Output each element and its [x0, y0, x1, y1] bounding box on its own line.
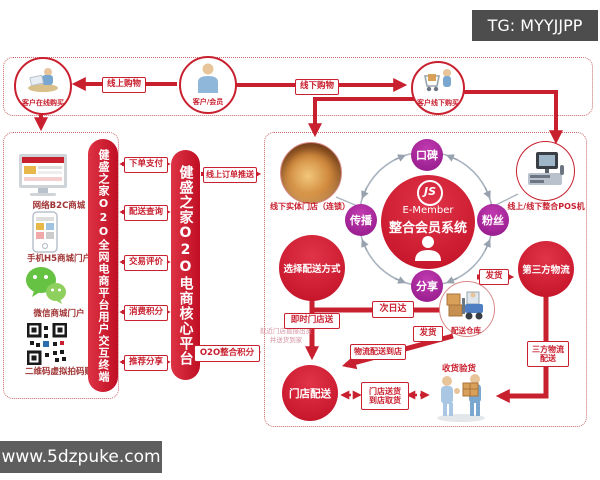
third-logistics-line2: 配送: [540, 354, 556, 363]
ring-chevron: [483, 238, 491, 251]
store-delivery-label: 门店配送: [289, 387, 331, 400]
receiving-people-icon: [437, 374, 485, 422]
customer-online-label: 客户在线购买: [22, 99, 64, 107]
third-logistics-tag: 三方物流 配送: [527, 341, 569, 367]
js-logo-text: JS: [423, 185, 436, 198]
third-party-node: 第三方物流: [518, 241, 574, 297]
terminal-qr-label: 二维码虚拟拍码购: [24, 367, 93, 377]
choose-delivery-node: 选择配送方式: [279, 235, 345, 301]
terminal-wechat-label: 微信商城门户: [33, 309, 85, 319]
forklift-warehouse-icon: [446, 291, 483, 320]
choose-delivery-label: 选择配送方式: [283, 264, 341, 275]
ship-b-tag: 发货: [413, 326, 443, 342]
tg-watermark: TG: MYYJJPP: [472, 10, 598, 41]
ship-a-tag: 发货: [479, 269, 509, 285]
delivery-query-tag: 配送查询: [124, 205, 168, 221]
store-option-line1: 门店送货: [369, 386, 401, 396]
ring-chevron: [394, 154, 407, 162]
ring-chevron: [483, 187, 491, 200]
ring-chevron: [361, 187, 369, 200]
satellite-fensi: 粉丝: [477, 204, 509, 236]
share-tag: 推荐分享: [124, 355, 168, 371]
site-watermark-text: www.5dzpuke.com: [1, 447, 161, 467]
satellite-chuanbo: 传播: [345, 204, 377, 236]
trade-review-tag: 交易评价: [124, 255, 168, 271]
interaction-platform-pill: 健盛之家O2O全网电商平台用户交互终端: [88, 139, 118, 392]
satellite-fenxiang: 分享: [411, 270, 443, 302]
warehouse-label: 配送仓库: [451, 326, 481, 335]
member-name: E-Member: [402, 205, 454, 216]
js-logo: JS: [417, 180, 443, 206]
pos-node: [516, 141, 575, 201]
satellite-koubei: 口碑: [411, 139, 443, 171]
site-watermark: www.5dzpuke.com: [0, 441, 162, 473]
store-option-line2: 到店取货: [369, 396, 401, 405]
pos-machine-icon: [527, 152, 564, 185]
third-logistics-line1: 三方物流: [532, 344, 564, 354]
customer-offline-label: 客户线下购买: [417, 99, 459, 107]
terminal-h5-label: 手机H5商城门户: [26, 254, 92, 264]
store-photo: [280, 142, 342, 204]
smartphone-icon: [32, 211, 58, 253]
member-silhouette-icon: [415, 236, 441, 261]
offline-store-label: 线下实体门店（连锁）: [270, 202, 350, 211]
ring-chevron: [445, 276, 458, 284]
store-option-tag: 门店送货 到店取货: [361, 382, 409, 410]
instant-store-note-line1: 就近门店直接出货: [260, 327, 312, 335]
order-pay-tag: 下单支付: [124, 157, 168, 173]
next-day-tag: 次日达: [372, 301, 414, 318]
online-shopping-tag: 线上购物: [102, 77, 146, 93]
instant-store-note: 就近门店直接出货 并送货到家: [256, 327, 316, 345]
customer-offline-node: 客户线下购买: [411, 61, 465, 115]
tg-watermark-text: TG: MYYJJPP: [487, 16, 583, 35]
monitor-icon: [19, 154, 67, 196]
ring-chevron: [394, 276, 407, 284]
offline-shopping-tag: 线下购物: [295, 79, 339, 95]
instant-store-note-line2: 并送货到家: [269, 336, 303, 344]
third-party-label: 第三方物流: [522, 265, 570, 276]
ring-chevron: [361, 238, 369, 251]
wechat-icon: [26, 267, 66, 304]
customer-online-node: 客户在线购买: [14, 57, 72, 115]
ring-chevron: [445, 154, 458, 162]
logistics-to-store-tag: 物流配送到店: [350, 344, 406, 360]
pos-label: 线上/线下整合POS机: [507, 202, 585, 211]
member-person-icon: [198, 63, 218, 93]
core-platform-pill: 健盛之家O2O电商核心平台: [171, 150, 200, 380]
qr-code-icon: [27, 323, 67, 365]
points-tag: 消费积分: [124, 305, 168, 321]
member-system-node: JS E-Member 整合会员系统: [381, 175, 475, 269]
warehouse-node: [439, 281, 495, 337]
person-at-laptop-icon: [28, 68, 58, 92]
store-delivery-node: 门店配送: [282, 365, 338, 421]
o2o-points-tag: O2O整合积分: [194, 345, 260, 362]
member-title: 整合会员系统: [388, 221, 467, 236]
receive-check-label: 收货验货: [441, 364, 476, 374]
arrow-offline-to-pos: [459, 90, 563, 145]
cart-person-icon: [424, 69, 451, 92]
customer-member-node: 客户/会员: [179, 56, 237, 114]
customer-member-label: 客户/会员: [192, 98, 224, 106]
instant-store-tag: 即时门店送: [284, 313, 340, 329]
order-push-tag: 线上订单推送: [203, 167, 257, 183]
terminal-b2c-label: 网络B2C商城: [32, 201, 86, 211]
arrow-offline-to-store: [308, 97, 417, 138]
arrow-thirdparty-delivery: [495, 296, 549, 403]
